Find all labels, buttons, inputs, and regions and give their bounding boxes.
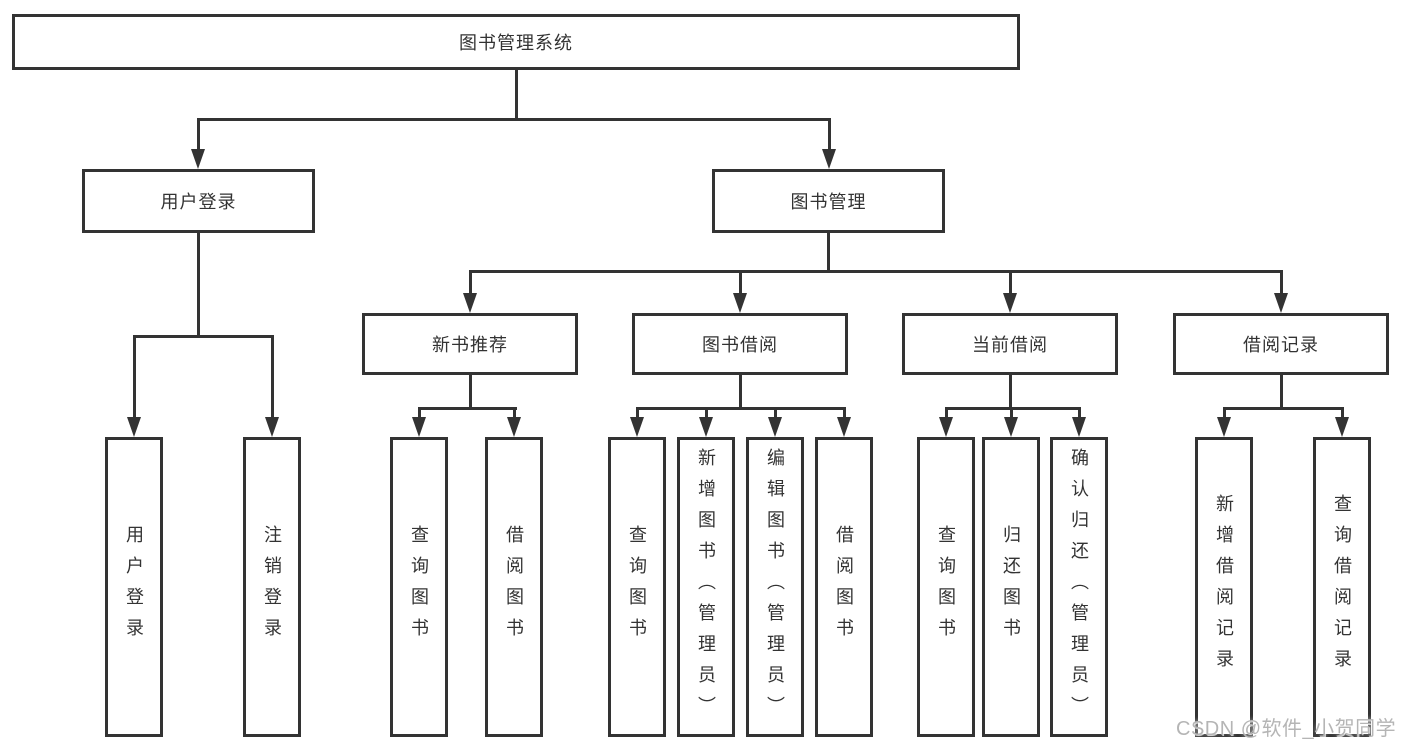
arrowhead-icon [630,417,644,437]
arrowhead-icon [1072,417,1086,437]
leaf-confirm-return-admin: 确认归还（管理员） [1050,437,1108,737]
connector-line [636,407,846,410]
connector-line [739,375,742,407]
connector-line [1280,270,1283,295]
connector-line [418,407,421,419]
connector-line [513,407,516,419]
leaf-borrow-book-rec: 借阅图书 [485,437,543,737]
connector-line [271,335,274,419]
arrowhead-icon [837,417,851,437]
node-book-mgmt: 图书管理 [712,169,945,233]
leaf-query-book-rec: 查询图书 [390,437,448,737]
node-root: 图书管理系统 [12,14,1020,70]
connector-line [197,233,200,335]
leaf-add-book-admin: 新增图书（管理员） [677,437,735,737]
node-current-borrow: 当前借阅 [902,313,1118,375]
connector-line [705,407,708,419]
connector-line [1010,407,1013,419]
connector-line [1223,407,1226,419]
leaf-return-book: 归还图书 [982,437,1040,737]
leaf-add-borrow-record: 新增借阅记录 [1195,437,1253,737]
arrowhead-icon [265,417,279,437]
leaf-logout: 注销登录 [243,437,301,737]
arrowhead-icon [412,417,426,437]
node-new-book-rec: 新书推荐 [362,313,578,375]
connector-line [133,335,136,419]
leaf-edit-book-admin: 编辑图书（管理员） [746,437,804,737]
arrowhead-icon [463,293,477,313]
connector-line [515,69,518,118]
connector-line [133,335,274,338]
arrowhead-icon [1335,417,1349,437]
connector-line [945,407,1081,410]
connector-line [197,118,200,151]
arrowhead-icon [127,417,141,437]
csdn-watermark: CSDN @软件_小贺同学 [1176,718,1397,740]
connector-line [469,270,1283,273]
connector-line [828,118,831,151]
connector-line [843,407,846,419]
arrowhead-icon [699,417,713,437]
connector-line [1341,407,1344,419]
connector-line [418,407,517,410]
connector-line [945,407,948,419]
connector-line [1223,407,1344,410]
arrowhead-icon [1274,293,1288,313]
arrowhead-icon [1004,417,1018,437]
leaf-query-book-current: 查询图书 [917,437,975,737]
connector-line [1009,375,1012,407]
connector-line [1009,270,1012,295]
leaf-borrow-book: 借阅图书 [815,437,873,737]
arrowhead-icon [733,293,747,313]
leaf-user-login: 用户登录 [105,437,163,737]
connector-line [1280,375,1283,407]
arrowhead-icon [822,149,836,169]
connector-line [469,375,472,407]
connector-line [636,407,639,419]
arrowhead-icon [1003,293,1017,313]
arrowhead-icon [1217,417,1231,437]
node-user-login: 用户登录 [82,169,315,233]
connector-line [774,407,777,419]
arrowhead-icon [768,417,782,437]
arrowhead-icon [191,149,205,169]
connector-line [197,118,831,121]
node-borrow-record: 借阅记录 [1173,313,1389,375]
arrowhead-icon [507,417,521,437]
connector-line [469,270,472,295]
node-book-borrow: 图书借阅 [632,313,848,375]
leaf-query-book-borrow: 查询图书 [608,437,666,737]
connector-line [1078,407,1081,419]
leaf-query-borrow-record: 查询借阅记录 [1313,437,1371,737]
connector-line [827,233,830,270]
arrowhead-icon [939,417,953,437]
connector-line [739,270,742,295]
